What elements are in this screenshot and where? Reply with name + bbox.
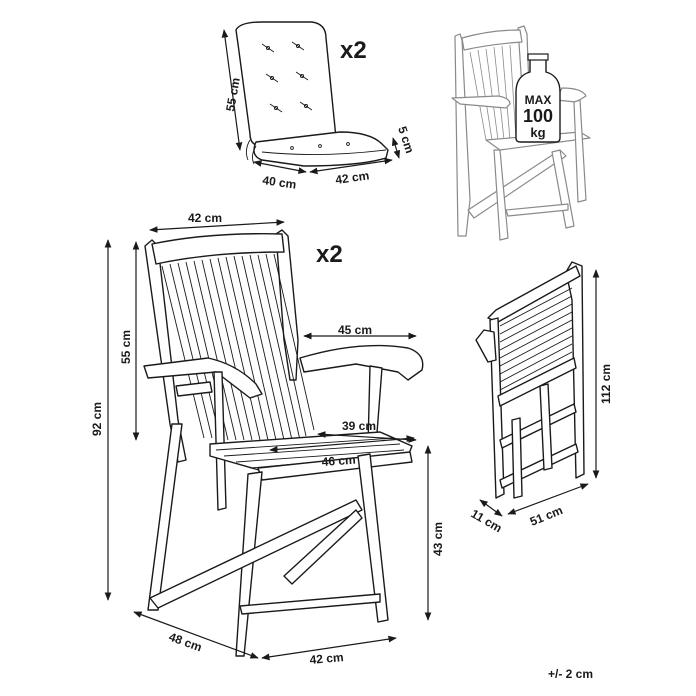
folded-width-line: [507, 483, 589, 515]
main-chair-illustration: [143, 229, 424, 657]
cushion-width-label: 42 cm: [334, 168, 370, 187]
chair-seat-height-label: 43 cm: [431, 522, 445, 556]
chair-base-width-label: 42 cm: [309, 650, 344, 667]
tolerance-note: +/- 2 cm: [548, 667, 593, 681]
chair-base-depth-line: [133, 611, 259, 659]
cushion-thickness-label: 5 cm: [395, 125, 417, 155]
cushion-depth-line: [253, 160, 307, 174]
cushion-width-line: [309, 157, 393, 175]
chair-back-height-label: 55 cm: [119, 330, 133, 364]
load-value-label: 100: [523, 106, 553, 126]
load-unit-label: kg: [530, 125, 545, 140]
load-max-label: MAX: [525, 93, 552, 107]
folded-depth-label: 11 cm: [469, 506, 505, 535]
chair-base-depth-label: 48 cm: [167, 630, 204, 655]
folded-chair-illustration: [475, 261, 585, 499]
chair-seat-width-line: [269, 435, 415, 453]
cushion-illustration: [235, 21, 389, 167]
chair-seat-depth-label: 39 cm: [342, 419, 376, 433]
chair-base-width-line: [261, 635, 397, 661]
chair-top-width-label: 42 cm: [188, 211, 222, 225]
cushion-quantity: x2: [340, 37, 367, 64]
cushion-height-label: 55 cm: [223, 77, 243, 113]
folded-height-label: 112 cm: [599, 364, 613, 404]
chair-arm-width-label: 45 cm: [338, 323, 372, 337]
folded-width-label: 51 cm: [528, 503, 565, 529]
cushion-thickness-line: [391, 137, 401, 159]
chair-quantity: x2: [316, 241, 343, 268]
chair-top-width-line: [149, 219, 285, 233]
weight-bottle-icon: [515, 53, 561, 143]
chair-height-label: 92 cm: [90, 402, 104, 436]
cushion-height-line: [221, 29, 243, 151]
cushion-depth-label: 40 cm: [262, 173, 298, 192]
chair-seat-width-label: 46 cm: [321, 453, 356, 469]
folded-depth-line: [479, 499, 503, 517]
